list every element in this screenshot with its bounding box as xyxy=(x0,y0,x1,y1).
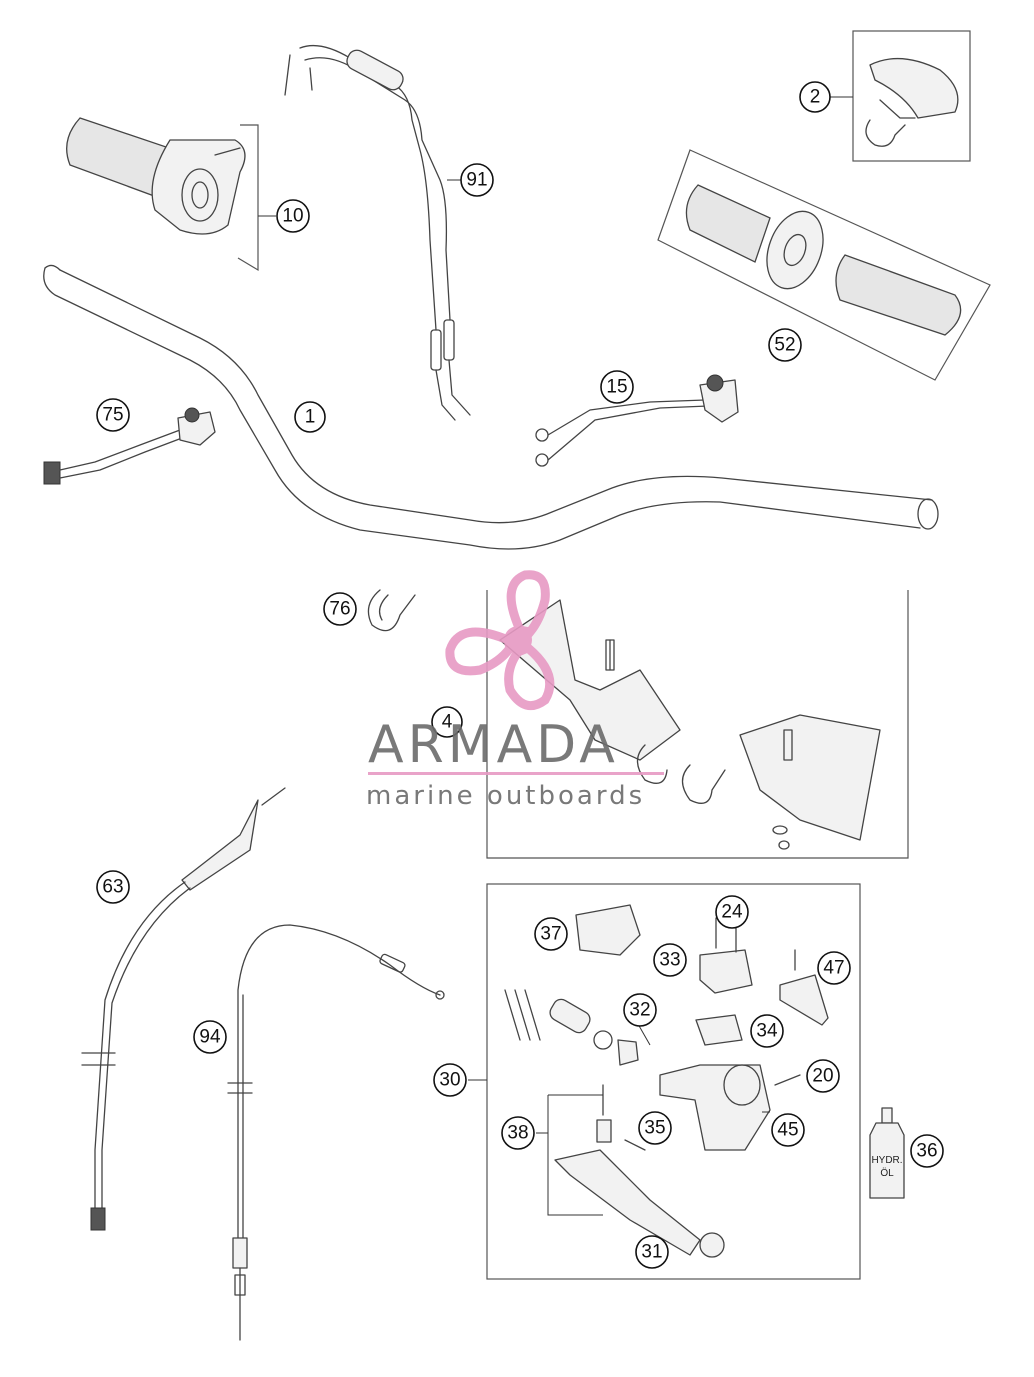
svg-text:37: 37 xyxy=(540,924,561,945)
armada-watermark: ARMADA marine outboards xyxy=(366,570,664,811)
svg-text:4: 4 xyxy=(442,712,453,733)
callout-63: 63 xyxy=(96,870,130,904)
callout-52: 52 xyxy=(768,328,802,362)
callout-91: 91 xyxy=(460,163,494,197)
callout-33: 33 xyxy=(653,943,687,977)
callout-38: 38 xyxy=(501,1116,535,1150)
callout-24: 24 xyxy=(715,895,749,929)
hand-grips-set xyxy=(657,149,991,381)
control-cable xyxy=(227,924,445,1341)
callout-34: 34 xyxy=(750,1014,784,1048)
svg-text:35: 35 xyxy=(644,1118,665,1139)
callout-37: 37 xyxy=(534,917,568,951)
callout-15: 15 xyxy=(600,370,634,404)
svg-text:1: 1 xyxy=(305,407,316,428)
watermark-rule xyxy=(368,772,664,775)
callout-30: 30 xyxy=(433,1063,467,1097)
throttle-cables xyxy=(284,44,471,421)
svg-text:52: 52 xyxy=(774,335,795,356)
master-cylinder-kit xyxy=(486,883,861,1280)
callouts: 1 2 4 10 15 20 24 30 31 32 33 34 35 36 3… xyxy=(96,81,944,1269)
svg-text:2: 2 xyxy=(810,87,821,108)
throttle-grip-assembly xyxy=(66,117,259,272)
callout-32: 32 xyxy=(623,993,657,1027)
callout-20: 20 xyxy=(806,1059,840,1093)
svg-text:45: 45 xyxy=(777,1120,798,1141)
svg-text:63: 63 xyxy=(102,877,123,898)
svg-text:15: 15 xyxy=(606,377,627,398)
callout-47: 47 xyxy=(817,951,851,985)
callout-45: 45 xyxy=(771,1113,805,1147)
braided-line xyxy=(81,787,286,1231)
hydraulic-oil-bottle: HYDR. ÖL xyxy=(869,1107,905,1199)
callout-4: 4 xyxy=(431,706,463,738)
callout-75: 75 xyxy=(96,398,130,432)
callout-31: 31 xyxy=(635,1235,669,1269)
svg-text:10: 10 xyxy=(282,206,303,227)
watermark-brand: ARMADA xyxy=(368,715,619,775)
handlebar xyxy=(43,264,939,550)
callout-1: 1 xyxy=(294,401,326,433)
svg-text:32: 32 xyxy=(629,1000,650,1021)
svg-text:30: 30 xyxy=(439,1070,460,1091)
svg-text:36: 36 xyxy=(916,1141,937,1162)
svg-text:91: 91 xyxy=(466,170,487,191)
bottle-label-line2: ÖL xyxy=(880,1167,894,1179)
callout-94: 94 xyxy=(193,1020,227,1054)
cable-tie xyxy=(367,589,416,632)
propeller-logo-icon xyxy=(445,570,555,711)
handlebar-switch xyxy=(535,374,739,467)
callout-36: 36 xyxy=(910,1134,944,1168)
callout-2: 2 xyxy=(799,81,831,113)
svg-text:24: 24 xyxy=(721,902,743,923)
svg-text:76: 76 xyxy=(329,599,350,620)
kill-switch xyxy=(43,407,216,485)
svg-text:20: 20 xyxy=(812,1066,833,1087)
watermark-tagline: marine outboards xyxy=(366,781,645,811)
svg-text:47: 47 xyxy=(823,958,844,979)
svg-text:34: 34 xyxy=(756,1021,778,1042)
callout-35: 35 xyxy=(638,1111,672,1145)
bar-pad-cover xyxy=(852,30,971,162)
svg-text:94: 94 xyxy=(199,1027,221,1048)
svg-text:38: 38 xyxy=(507,1123,528,1144)
hand-guard-kit xyxy=(486,590,909,859)
callout-10: 10 xyxy=(276,199,310,233)
bottle-label-line1: HYDR. xyxy=(871,1155,902,1166)
svg-text:33: 33 xyxy=(659,950,680,971)
callout-76: 76 xyxy=(323,592,357,626)
svg-text:31: 31 xyxy=(641,1242,662,1263)
svg-text:75: 75 xyxy=(102,405,123,426)
